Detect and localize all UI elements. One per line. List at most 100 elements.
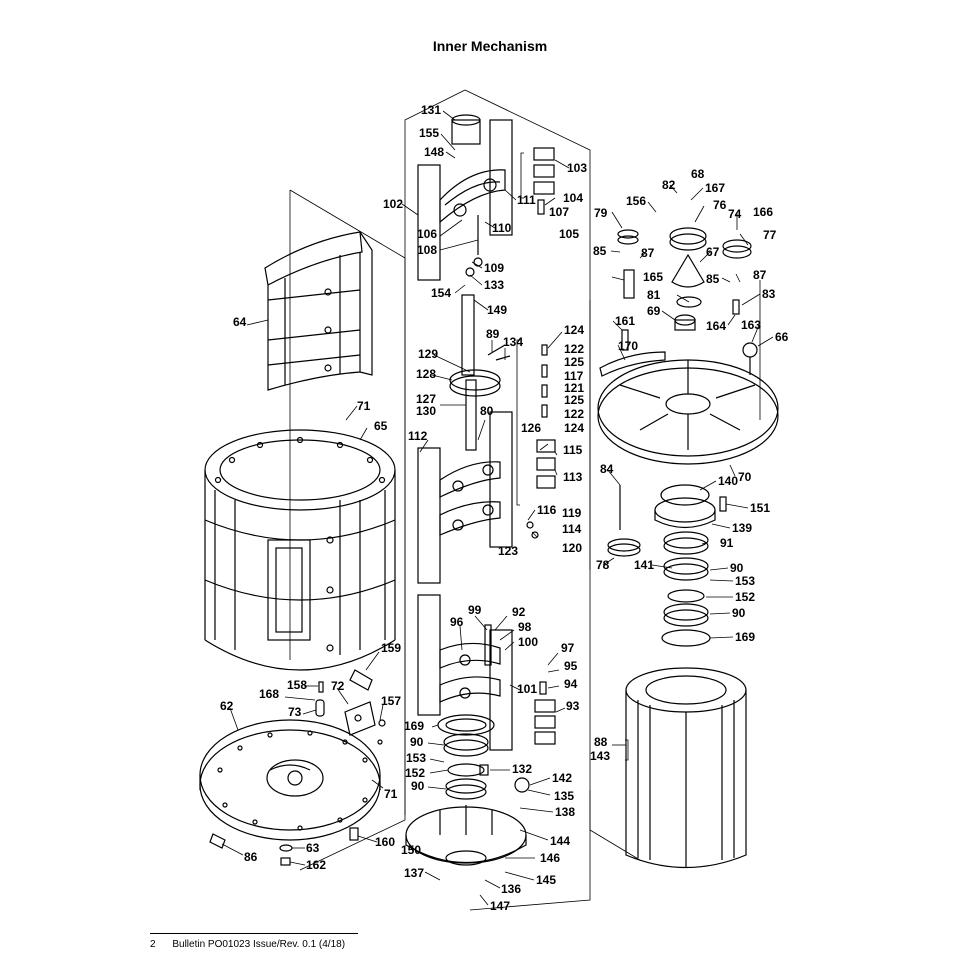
part-131-hub: [451, 114, 481, 145]
callout-67: 67: [706, 245, 720, 259]
callout-76: 76: [713, 198, 727, 212]
callout-70: 70: [738, 470, 752, 484]
callout-77: 77: [763, 228, 777, 242]
callout-163: 163: [741, 318, 761, 332]
callout-116: 116: [537, 503, 557, 517]
part-157-hardware: [377, 719, 386, 745]
callout-127: 127: [416, 392, 436, 406]
callout-126: 126: [521, 421, 541, 435]
group-outline-right: [589, 280, 761, 861]
callout-107: 107: [549, 205, 569, 219]
part-81-collar: [676, 296, 702, 308]
callout-152-b: 152: [735, 590, 755, 604]
group-outline-left: [289, 189, 406, 871]
part-67-cone: [671, 253, 705, 288]
part-161-bolt: [621, 329, 629, 351]
callout-169-a: 169: [404, 719, 424, 733]
page-number: 2: [150, 939, 156, 950]
callout-94: 94: [564, 677, 578, 691]
callout-95: 95: [564, 659, 578, 673]
part-76-gear: [669, 227, 707, 251]
part-169-seal-ring: [437, 714, 495, 736]
callout-96: 96: [450, 615, 464, 629]
bracket-126: [516, 339, 520, 506]
callout-168: 168: [259, 687, 279, 701]
callout-87-a: 87: [641, 246, 655, 260]
callout-97: 97: [561, 641, 575, 655]
callout-82: 82: [662, 178, 676, 192]
callout-90-a: 90: [410, 735, 424, 749]
callout-138: 138: [555, 805, 575, 819]
callout-156: 156: [626, 194, 646, 208]
callout-85-a: 85: [593, 244, 607, 258]
callout-106: 106: [417, 227, 437, 241]
bracket-88: [625, 739, 629, 761]
part-151-bolt: [719, 496, 727, 512]
callout-154: 154: [431, 286, 451, 300]
callout-115: 115: [563, 443, 583, 457]
callout-81: 81: [647, 288, 661, 302]
callout-89: 89: [486, 327, 500, 341]
part-63-washer: [279, 844, 293, 852]
callout-164: 164: [706, 319, 726, 333]
callout-90-b: 90: [411, 779, 425, 793]
callout-122-b: 122: [564, 407, 584, 421]
callout-148: 148: [424, 145, 444, 159]
callout-128: 128: [416, 367, 436, 381]
part-90-bearing-upper: [443, 733, 489, 757]
callout-153-b: 153: [735, 574, 755, 588]
callout-161: 161: [615, 314, 635, 328]
callout-90-c: 90: [730, 561, 744, 575]
part-158-screw: [318, 681, 324, 693]
callout-102: 102: [383, 197, 403, 211]
part-169-seal-right: [661, 629, 711, 647]
callout-165: 165: [643, 270, 663, 284]
callout-150: 150: [401, 843, 421, 857]
callout-143: 143: [590, 749, 610, 763]
callout-69: 69: [647, 304, 661, 318]
callout-91: 91: [720, 536, 734, 550]
part-170-segment: [599, 351, 666, 377]
part-149-shaft: [461, 294, 477, 451]
callout-132: 132: [512, 762, 532, 776]
part-77-gear: [722, 239, 752, 259]
callout-100: 100: [518, 635, 538, 649]
callout-151: 151: [750, 501, 770, 515]
callout-86: 86: [244, 850, 258, 864]
part-90-bearing-right-lower: [663, 603, 709, 627]
callout-74: 74: [728, 207, 742, 221]
callout-85-b: 85: [706, 272, 720, 286]
callout-166: 166: [753, 205, 773, 219]
callout-104: 104: [563, 191, 583, 205]
callout-162: 162: [306, 858, 326, 872]
callout-113: 113: [563, 470, 583, 484]
callout-121: 121: [564, 381, 584, 395]
callout-124-b: 124: [564, 421, 584, 435]
callout-137: 137: [404, 866, 424, 880]
callout-71-b: 71: [384, 787, 398, 801]
footer-rule: [150, 933, 358, 934]
callout-120: 120: [562, 541, 582, 555]
callout-90-d: 90: [732, 606, 746, 620]
part-160-bolt: [349, 827, 359, 841]
part-159-plug: [349, 669, 373, 691]
callout-66: 66: [775, 330, 789, 344]
callout-78: 78: [596, 558, 610, 572]
callout-92: 92: [512, 605, 526, 619]
callout-145: 145: [536, 873, 556, 887]
callout-142: 142: [552, 771, 572, 785]
callout-136: 136: [501, 882, 521, 896]
callout-152-a: 152: [405, 766, 425, 780]
part-78-gear: [607, 538, 641, 557]
callout-125-b: 125: [564, 393, 584, 407]
footer: 2 Bulletin PO01023 Issue/Rev. 0.1 (4/18): [150, 939, 359, 950]
callout-83: 83: [762, 287, 776, 301]
callout-72: 72: [331, 679, 345, 693]
part-117-pin-stack: [541, 344, 548, 418]
callout-114: 114: [562, 522, 582, 536]
callout-84: 84: [600, 462, 614, 476]
callout-153-a: 153: [406, 751, 426, 765]
callout-80: 80: [480, 404, 494, 418]
callout-101: 101: [517, 682, 537, 696]
